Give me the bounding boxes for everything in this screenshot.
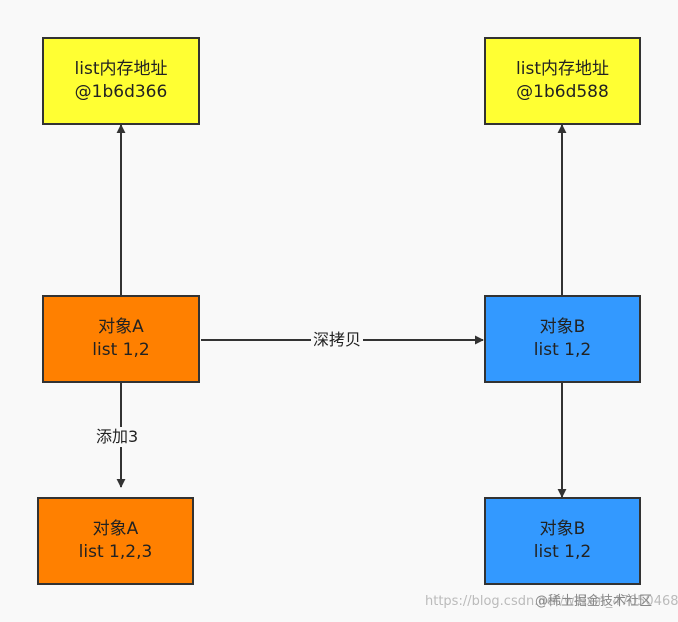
deep-copy-label: 深拷贝 (311, 330, 364, 350)
listaddr-b-box: list内存地址 @1b6d588 (484, 37, 641, 125)
object-a-added-name: 对象A (92, 519, 139, 539)
object-b-name: 对象B (539, 317, 586, 337)
object-a-name: 对象A (98, 317, 144, 337)
add-three-label: 添加3 (94, 427, 141, 447)
object-a-list: list 1,2 (92, 340, 150, 360)
listaddr-b-address: @1b6d588 (516, 82, 609, 102)
object-b-after-list: list 1,2 (533, 542, 592, 562)
listaddr-a-title: list内存地址 (74, 59, 168, 79)
object-b-after-name: 对象B (539, 519, 586, 539)
listaddr-a-address: @1b6d366 (74, 82, 168, 102)
object-a-added-list: list 1,2,3 (78, 542, 153, 562)
watermark-brand: @稀土掘金技术社区 (535, 594, 653, 609)
watermark-url: https://blog.csdn.net/weixin_47050468 (425, 594, 678, 609)
object-b-list: list 1,2 (533, 340, 592, 360)
object-a-added-box: 对象A list 1,2,3 (37, 497, 194, 585)
listaddr-b-title: list内存地址 (516, 59, 609, 79)
listaddr-a-box: list内存地址 @1b6d366 (42, 37, 200, 125)
object-b-box: 对象B list 1,2 (484, 295, 641, 383)
object-b-after-box: 对象B list 1,2 (484, 497, 641, 585)
object-a-box: 对象A list 1,2 (42, 295, 200, 383)
